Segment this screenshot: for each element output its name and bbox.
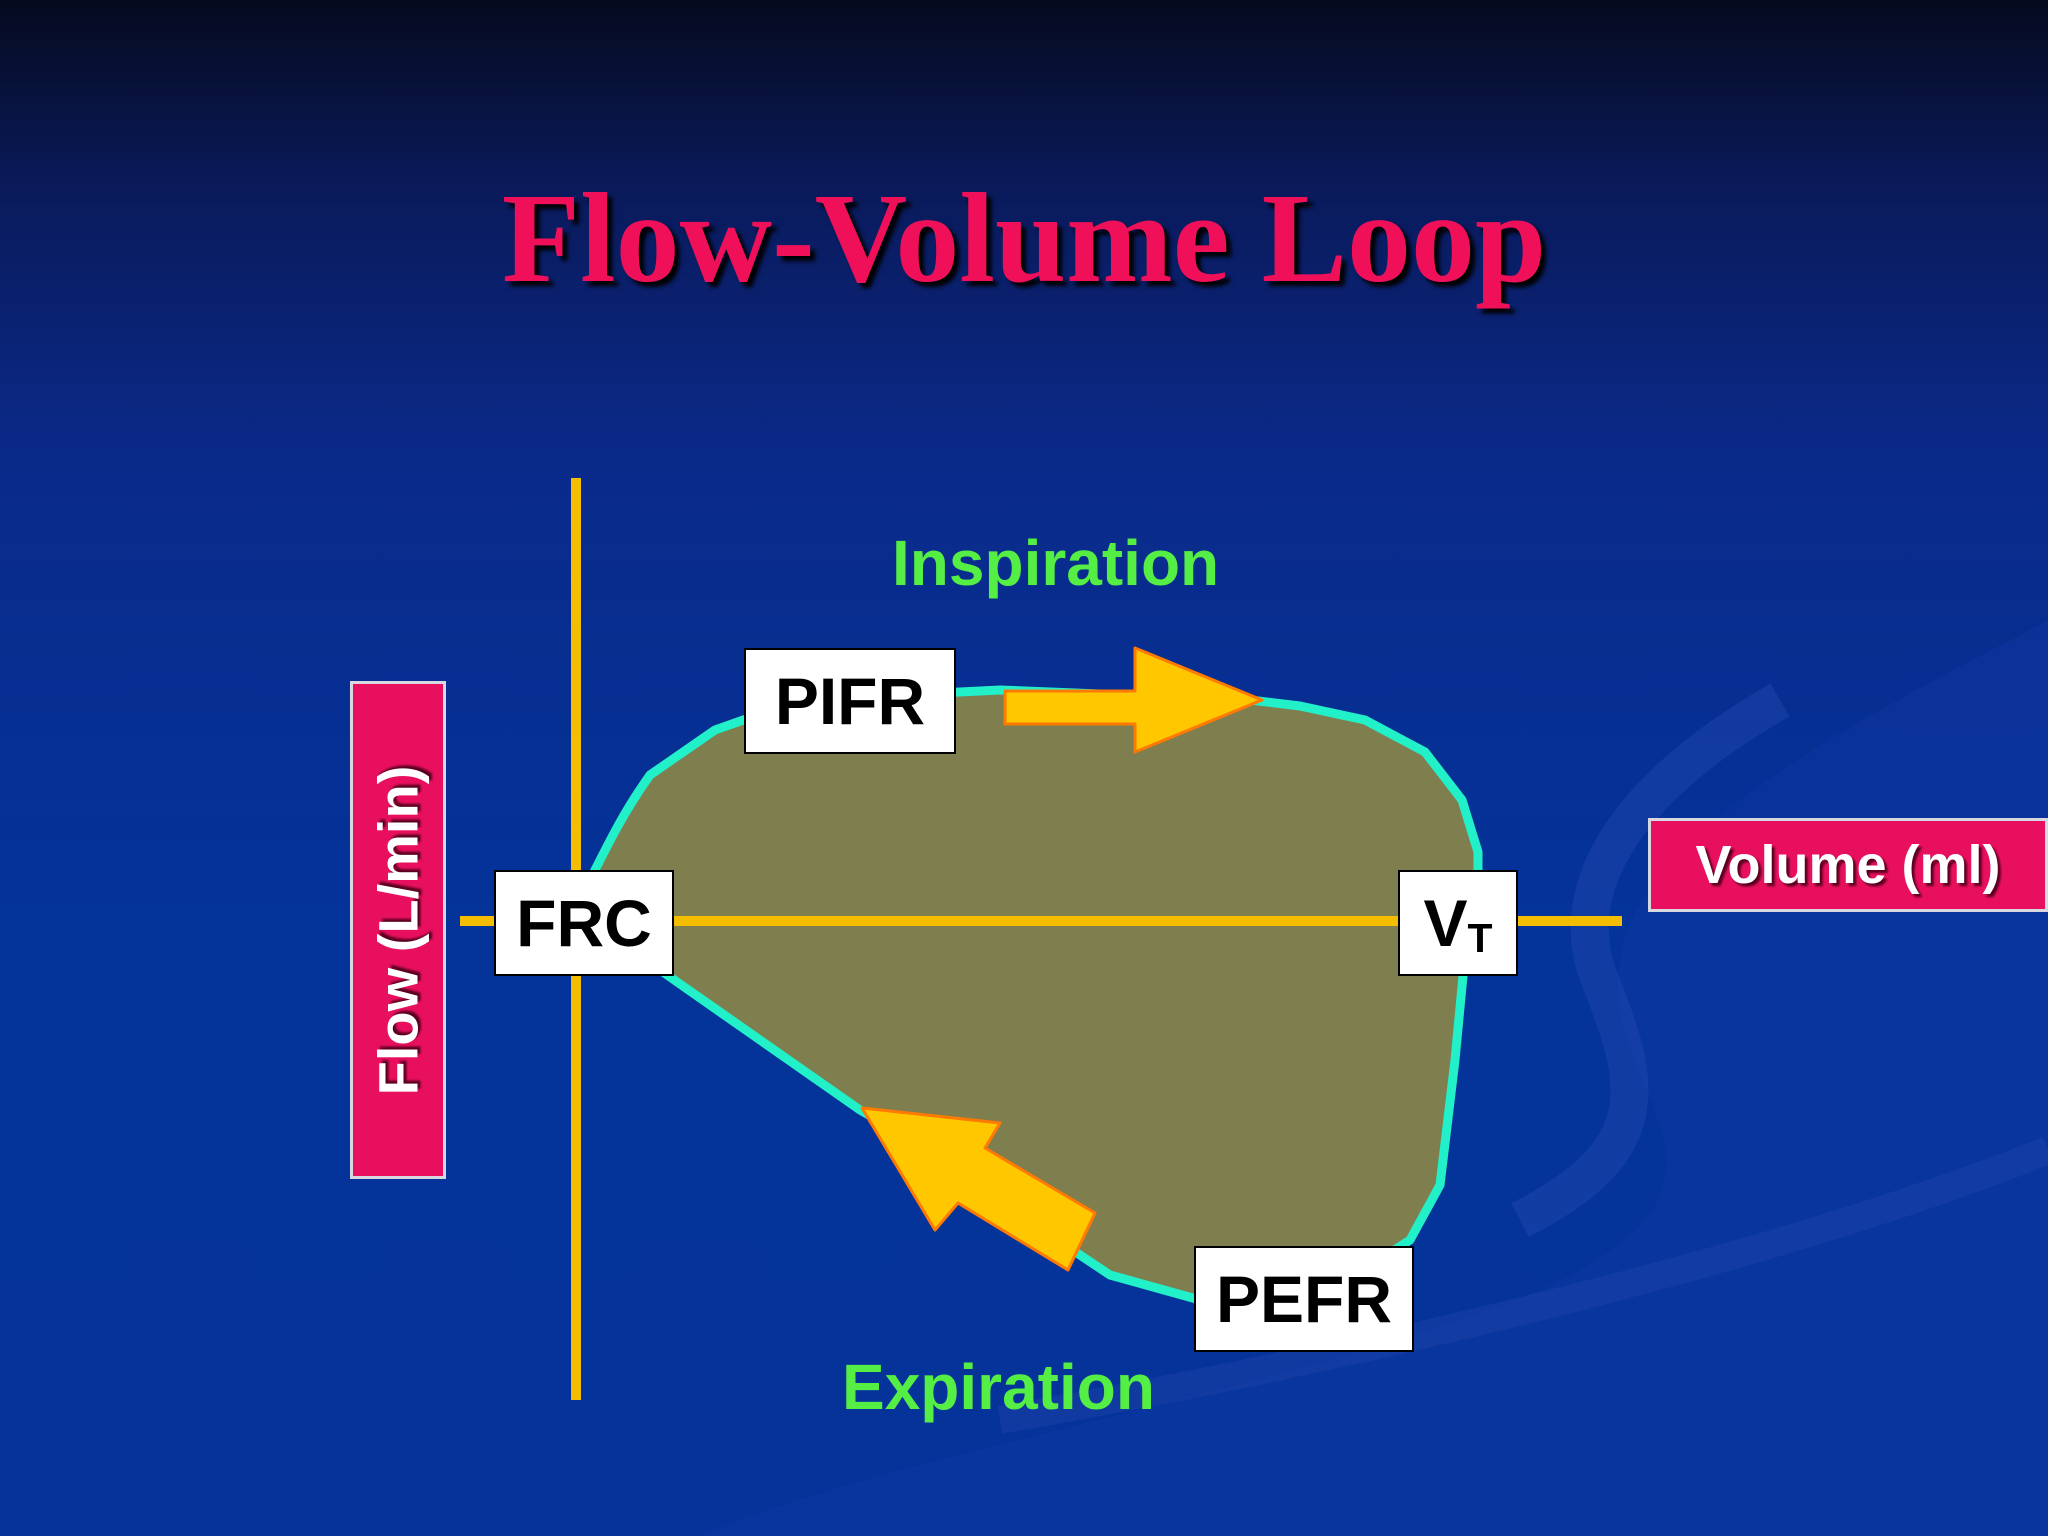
expiration-arrow: [860, 1106, 1097, 1272]
volume-axis-label-text: Volume (ml): [1695, 835, 2001, 895]
inspiration-arrow: [1003, 646, 1264, 754]
flow-axis-label-text: Flow (L/min): [366, 765, 430, 1095]
expiration-label: Expiration: [842, 1351, 1155, 1423]
vt-subscript: T: [1467, 915, 1493, 962]
frc-text: FRC: [516, 886, 652, 960]
pifr-label: PIFR: [744, 648, 956, 754]
frc-label: FRC: [494, 870, 674, 976]
volume-axis-label: Volume (ml): [1648, 818, 2048, 912]
pifr-text: PIFR: [774, 664, 926, 738]
inspiration-label: Inspiration: [892, 527, 1220, 599]
pefr-text: PEFR: [1215, 1262, 1393, 1336]
vt-text: V: [1423, 886, 1468, 960]
page-title: Flow-Volume Loop: [501, 167, 1547, 309]
flow-axis-label: Flow (L/min): [350, 681, 446, 1179]
pefr-label: PEFR: [1194, 1246, 1414, 1352]
